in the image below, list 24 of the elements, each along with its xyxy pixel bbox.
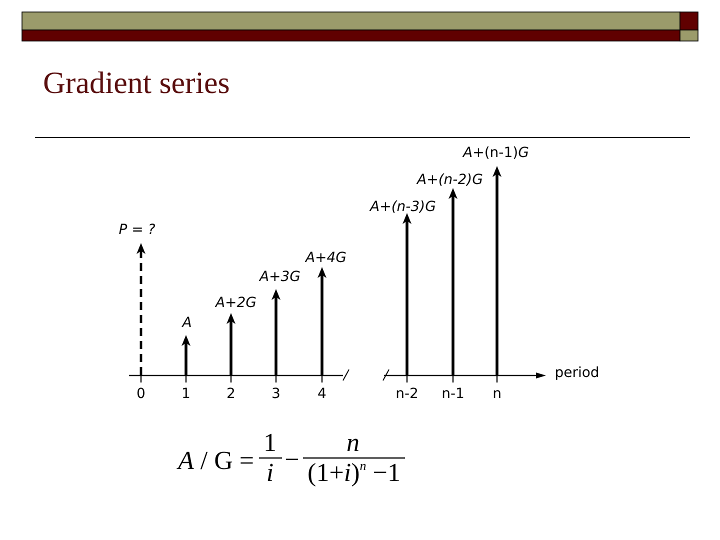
tick-label: n	[492, 386, 502, 402]
cash-flow-label: A+2G	[215, 294, 257, 312]
tick-label: 2	[226, 386, 236, 402]
tick-label: 4	[318, 386, 326, 402]
present-worth-label: P = ?	[118, 222, 156, 238]
cash-flow-label: A+(n-1)G	[463, 144, 529, 162]
formula-operator: −	[284, 447, 300, 473]
slide-title: Gradient series	[43, 64, 230, 102]
cash-flow-label: A	[182, 314, 192, 332]
tick-label: 0	[136, 386, 146, 402]
denominator: i	[266, 460, 274, 486]
numerator: n	[346, 430, 360, 456]
cash-flow-label: A+(n-3)G	[370, 198, 436, 216]
formula-text: A / G =	[178, 448, 254, 474]
axis-label: period	[554, 364, 600, 382]
tick-label: n-1	[442, 386, 464, 402]
cash-flow-label: A+(n-2)G	[417, 172, 483, 188]
denominator: (1+i)$^{n}$ −1	[308, 460, 400, 486]
tick-label: n-2	[396, 386, 418, 402]
tick-label: 3	[272, 386, 280, 402]
numerator: 1	[264, 430, 276, 456]
cash-flow-label: A+4G	[305, 250, 347, 266]
tick-label: 1	[182, 386, 190, 402]
cash-flow-label: A+3G	[259, 268, 301, 286]
